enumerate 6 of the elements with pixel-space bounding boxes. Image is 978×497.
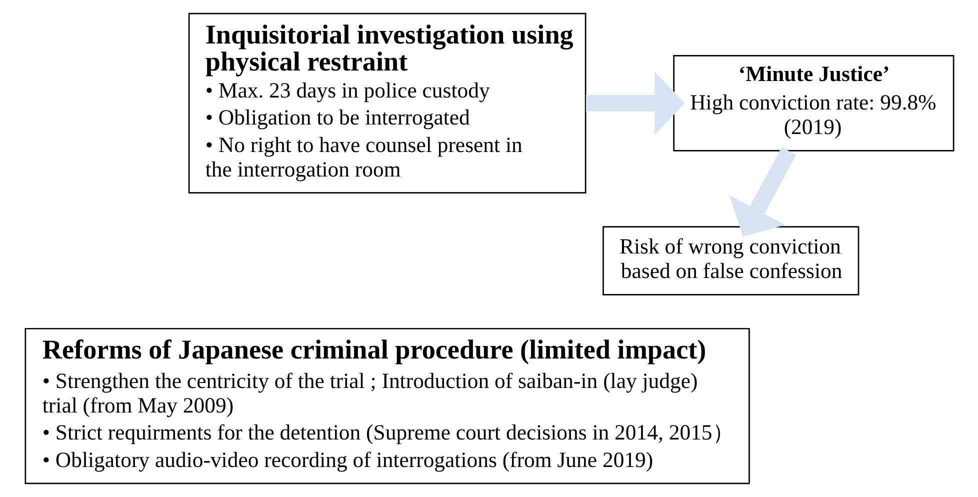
node-box: Inquisitorial investigation using physical restraint • Max. 23 days in police custody • Obligation to be interrogated • No right to have counsel present in the interrogation room — [188, 12, 586, 194]
node-box: ‘Minute Justice’ High conviction rate: 99.8% (2019) — [672, 55, 954, 152]
arrow — [728, 147, 796, 237]
node-box: Reforms of Japanese criminal procedure (limited impact) • Strengthen the centricity of the trial ; Introduction of saiban-in (lay judge) trial (from May 2009) • Strict requirments for the detention (Supreme court decisions in 2014, 2015） • Obligatory audio-video recording of interrogations (from June 2019) — [24, 328, 750, 484]
node-box: Risk of wrong conviction based on false confession — [602, 226, 859, 296]
arrow — [585, 71, 684, 135]
